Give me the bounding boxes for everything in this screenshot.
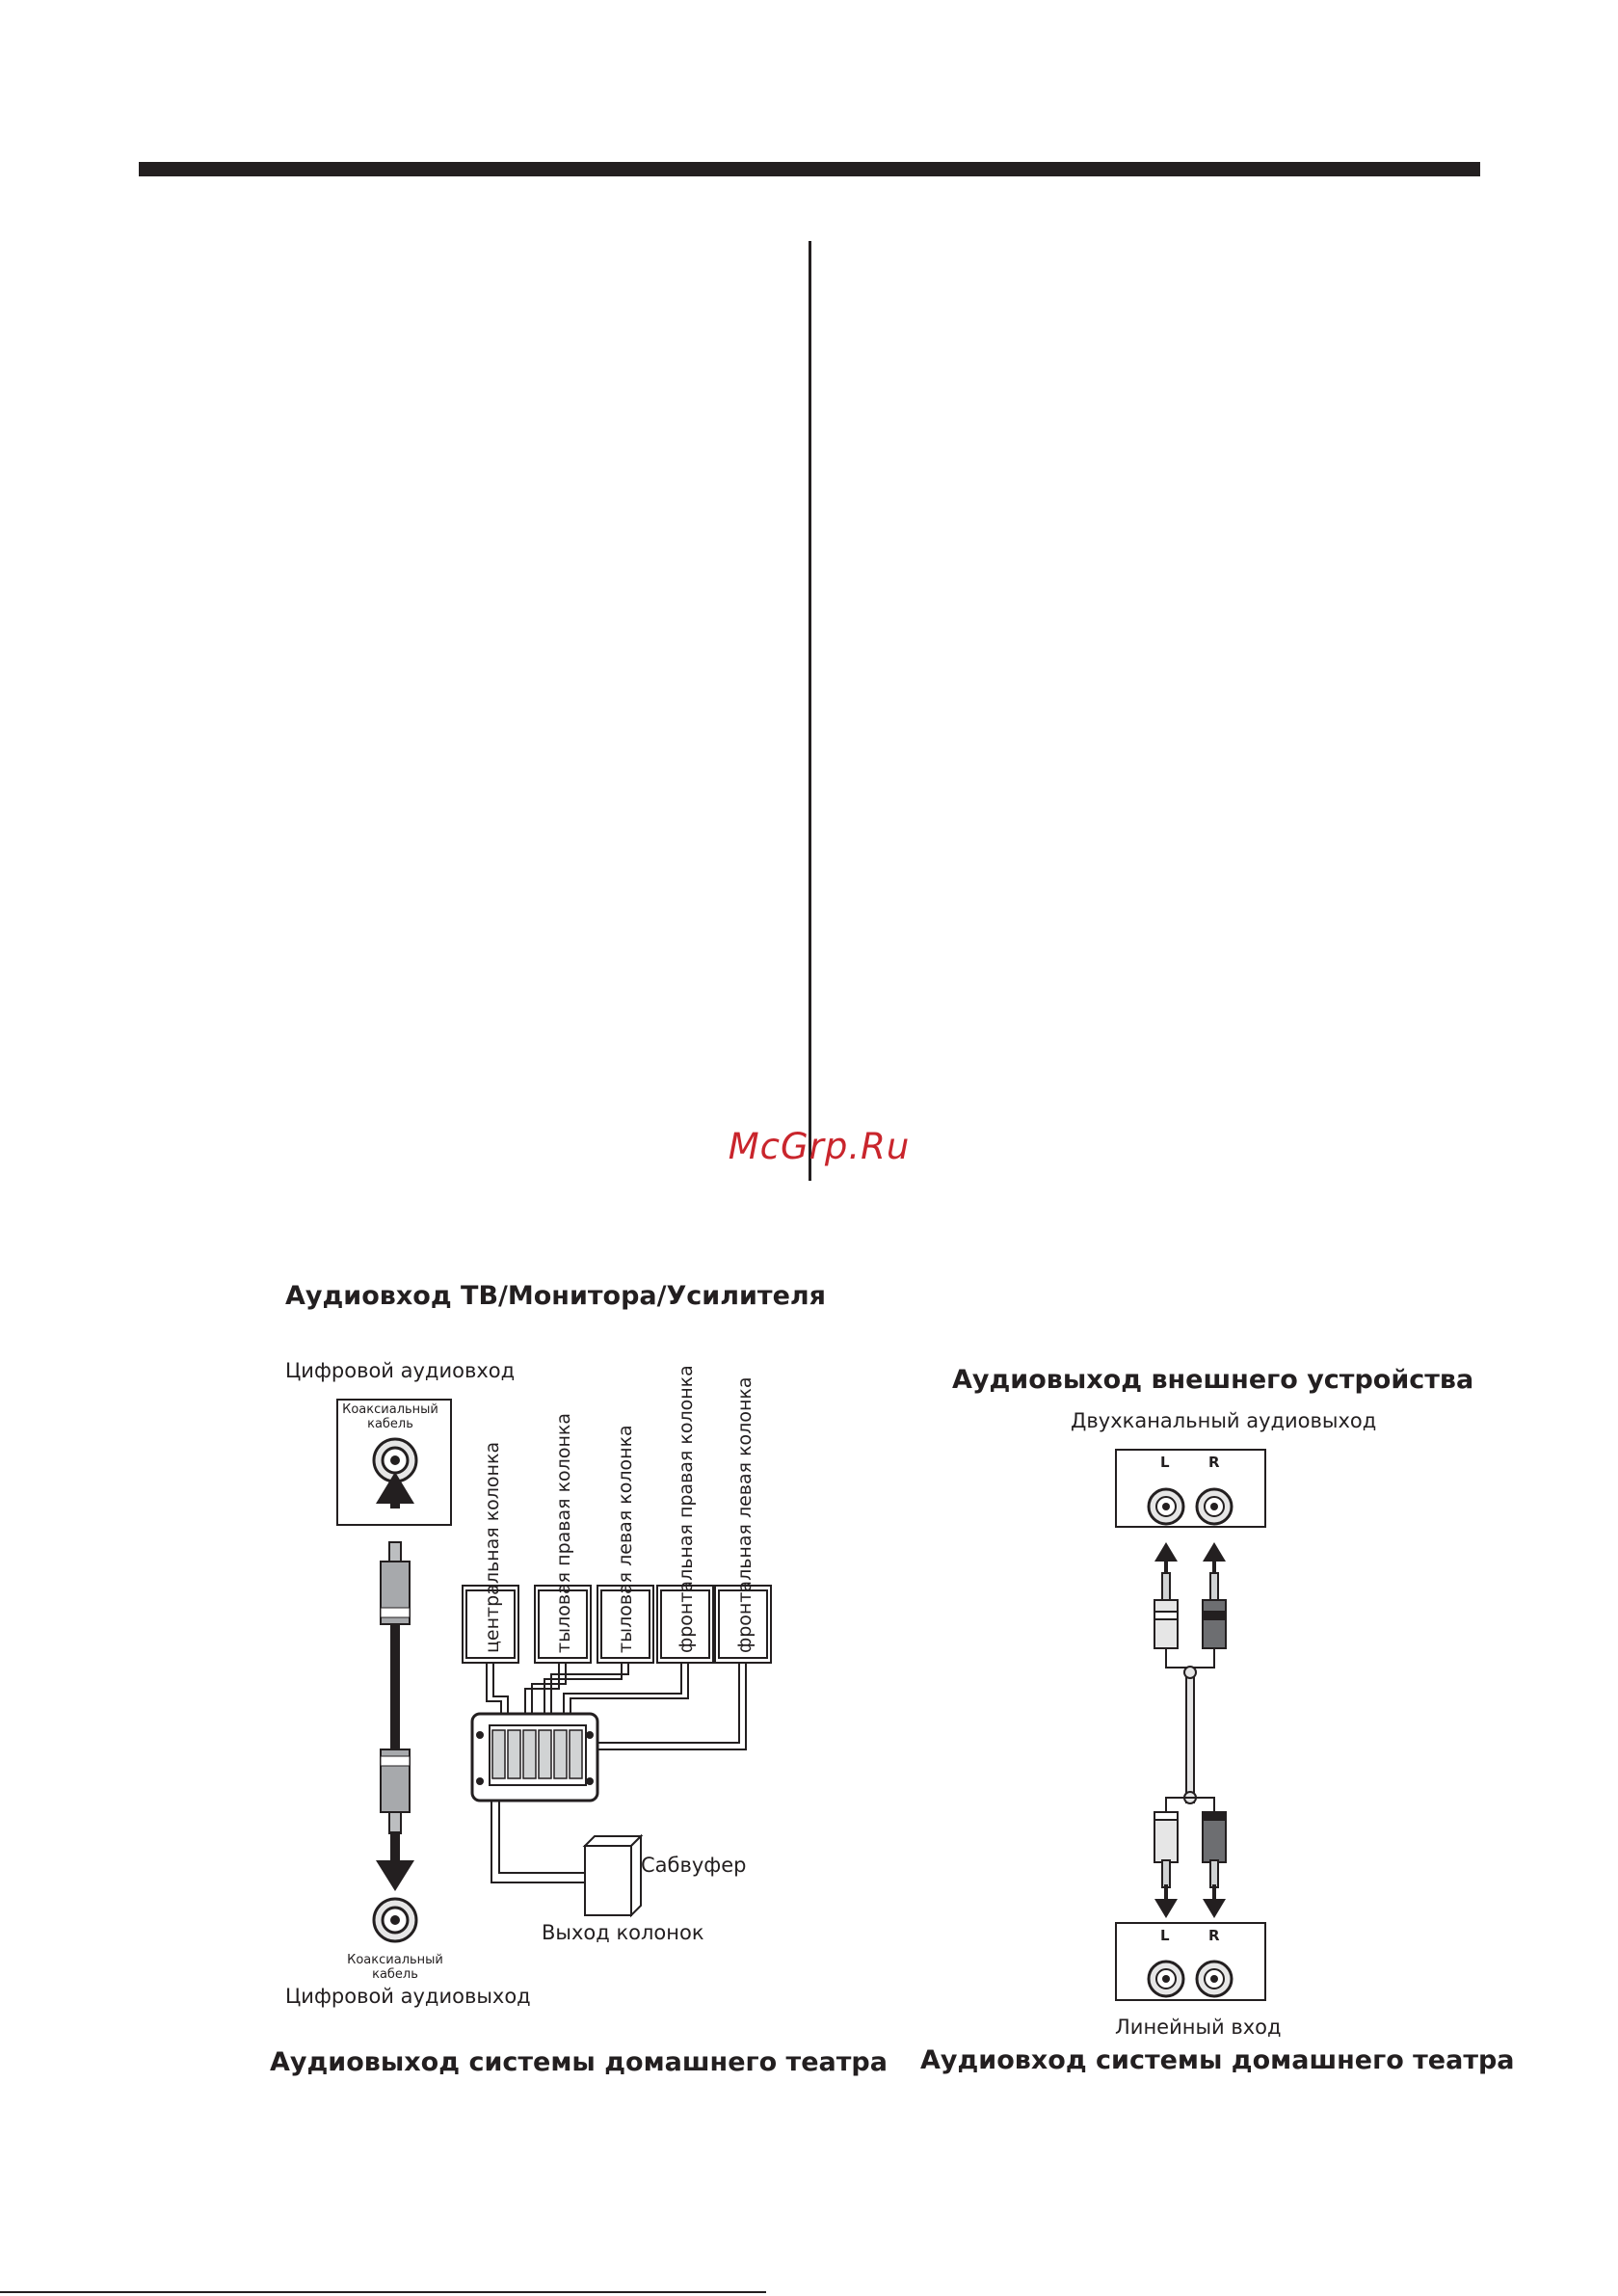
footer-rule [0, 2291, 766, 2293]
arrow-up-icon [376, 1472, 414, 1504]
stereo-output-label: Двухканальный аудиовыход [1071, 1409, 1377, 1432]
rca-socket-right-top-icon [1195, 1487, 1233, 1526]
speaker-label-center: центральная колонка [482, 1441, 503, 1653]
rca-socket-right-bottom-icon [1195, 1960, 1233, 1998]
speaker-label-front-left: фронтальная левая колонка [734, 1376, 756, 1654]
arrow-up-pair-icon [1154, 1542, 1226, 1573]
line-input-label: Линейный вход [1115, 2016, 1282, 2039]
coax-socket-bottom-icon [372, 1897, 418, 1943]
digital-output-label: Цифровой аудиовыход [285, 1985, 531, 2008]
speaker-terminal-icon [470, 1712, 599, 1802]
right-bottom-title: Аудиовход системы домашнего театра [920, 2045, 1515, 2075]
left-bottom-title: Аудиовыход системы домашнего театра [270, 2047, 888, 2077]
watermark-text: McGrp.Ru [728, 1126, 911, 1167]
header-rule [139, 162, 1480, 176]
channel-right-top: R [1208, 1454, 1220, 1471]
arrow-down-pair-icon [1154, 1884, 1226, 1918]
channel-left-top: L [1160, 1454, 1170, 1471]
speaker-label-rear-left: тыловая левая колонка [615, 1425, 636, 1653]
speaker-label-rear-right: тыловая правая колонка [553, 1413, 574, 1653]
channel-left-bottom: L [1160, 1927, 1170, 1944]
speaker-output-label: Выход колонок [542, 1921, 704, 1944]
digital-input-label: Цифровой аудиовход [285, 1359, 516, 1382]
right-top-title: Аудиовыход внешнего устройства [952, 1365, 1474, 1395]
coax-cable-icon [380, 1541, 411, 1834]
arrow-down-icon [376, 1860, 414, 1891]
coax-input-box [336, 1399, 452, 1526]
coax-bottom-label: Коаксиальный кабель [347, 1953, 443, 1982]
column-divider [809, 241, 811, 1181]
coax-socket-top-icon [372, 1437, 418, 1483]
subwoofer-icon [582, 1833, 644, 1918]
line-input-box [1115, 1922, 1266, 2001]
left-top-title: Аудиовход ТВ/Монитора/Усилителя [285, 1281, 826, 1311]
stereo-output-box [1115, 1449, 1266, 1528]
channel-right-bottom: R [1208, 1927, 1220, 1944]
rca-socket-left-bottom-icon [1147, 1960, 1185, 1998]
coax-top-label: Коаксиальный кабель [342, 1402, 438, 1431]
speaker-label-front-right: фронтальная правая колонка [676, 1365, 697, 1653]
rca-cable-icon [1154, 1572, 1227, 1888]
subwoofer-label: Сабвуфер [641, 1854, 747, 1877]
rca-socket-left-top-icon [1147, 1487, 1185, 1526]
speaker-boxes [462, 1585, 772, 1664]
